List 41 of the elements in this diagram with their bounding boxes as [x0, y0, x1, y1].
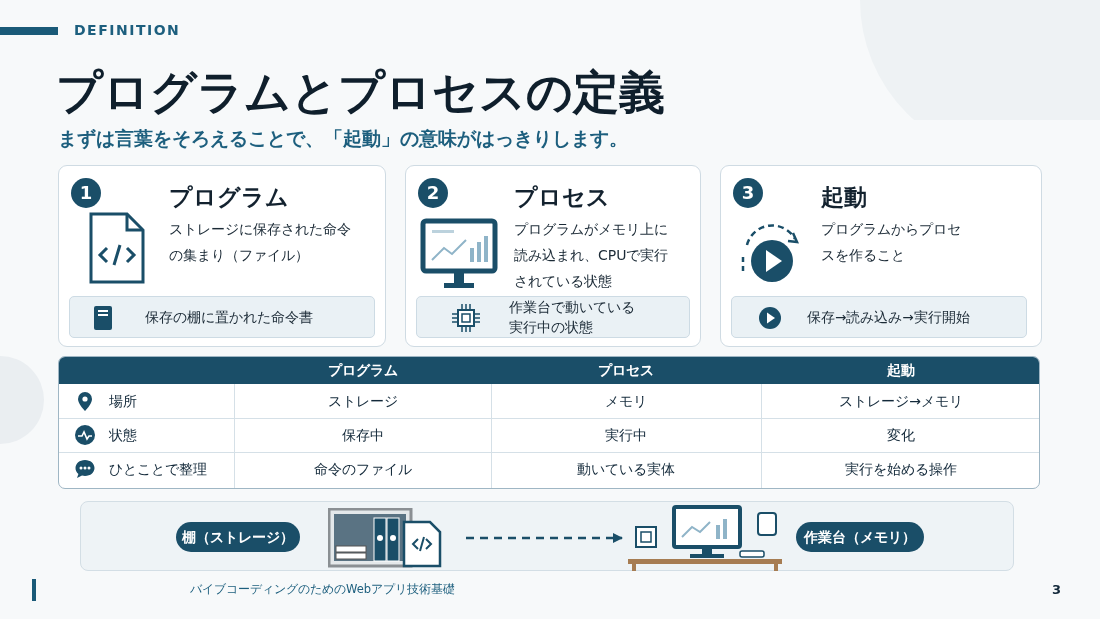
card-heading: プロセス: [514, 183, 610, 212]
card: [720, 165, 1042, 347]
panel-text: 保存→読み込み→実行開始: [807, 308, 970, 327]
section-label: DEFINITION: [74, 22, 181, 38]
card-text: ストレージに保存された命令の集まり（ファイル）: [169, 220, 352, 265]
card: [58, 165, 386, 347]
table-text: 保存中: [340, 426, 385, 445]
table-text: ストレージ: [326, 392, 399, 411]
number-badge: 3: [733, 178, 763, 208]
table-text: 動いている実体: [576, 460, 676, 479]
table-text: 実行中: [604, 426, 648, 445]
sub-panel: [69, 296, 375, 338]
arrow: [466, 533, 623, 543]
sub-panel: [731, 296, 1027, 338]
footer-text: バイブコーディングのためのWebアプリ技術基礎: [190, 582, 456, 597]
table-text: ストレージ→メモリ: [838, 392, 964, 411]
column-header: プログラム: [326, 361, 399, 380]
card-heading: 起動: [821, 183, 867, 212]
label-pill: 作業台（メモリ）: [796, 522, 924, 552]
panel-text: 保存の棚に置かれた命令書: [145, 308, 313, 327]
row-label: ひとことで整理: [109, 460, 207, 479]
column-header: 起動: [886, 361, 916, 380]
label-pill: 棚（ストレージ）: [176, 522, 300, 552]
row-label: 状態: [109, 426, 137, 445]
table-text: 変化: [886, 426, 916, 445]
subtitle: まずは言葉をそろえることで、「起動」の意味がはっきりします。: [58, 126, 628, 151]
table-text: 命令のファイル: [312, 460, 413, 479]
card-text: プログラムがメモリ上に読み込まれ、CPUで実行されている状態: [514, 220, 670, 291]
card: [405, 165, 701, 347]
table-text: 実行を始める操作: [844, 460, 958, 479]
panel-text: 作業台で動いている実行中の状態: [509, 298, 636, 337]
number-badge: 2: [418, 178, 448, 208]
page-number: 3: [1052, 582, 1062, 597]
number-badge: 1: [71, 178, 101, 208]
row-label: 場所: [109, 392, 137, 411]
column-header: プロセス: [597, 361, 655, 380]
card-heading: プログラム: [169, 183, 289, 212]
title: プログラムとプロセスの定義: [56, 64, 665, 121]
sub-panel: [416, 296, 690, 338]
table-text: メモリ: [604, 392, 648, 411]
card-text: プログラムからプロセスを作ること: [821, 220, 961, 265]
